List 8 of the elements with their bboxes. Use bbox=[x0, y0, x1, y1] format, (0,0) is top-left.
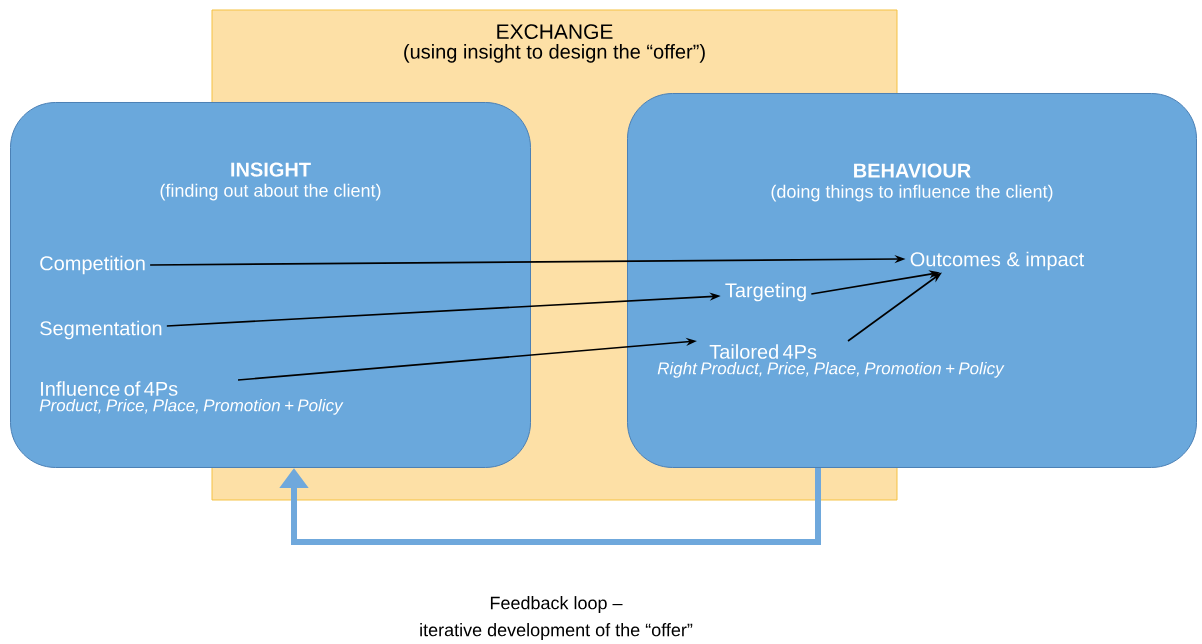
item-label: Outcomes & impact bbox=[910, 251, 1085, 271]
caption: Feedback loop – iterative development of the “offer” bbox=[420, 596, 693, 640]
item-label: Influence of 4Ps Product, Price, Place, Promotion + Policy bbox=[39, 381, 344, 415]
item-label: Tailored 4Ps Right Product, Price, Place, Promotion + Policy bbox=[657, 344, 1005, 378]
item-label: Competition bbox=[40, 255, 145, 275]
item-label: Segmentation bbox=[40, 320, 162, 340]
item-label: Targeting bbox=[725, 282, 806, 302]
heading: EXCHANGE (using insight to design the “offer”) bbox=[404, 24, 705, 63]
